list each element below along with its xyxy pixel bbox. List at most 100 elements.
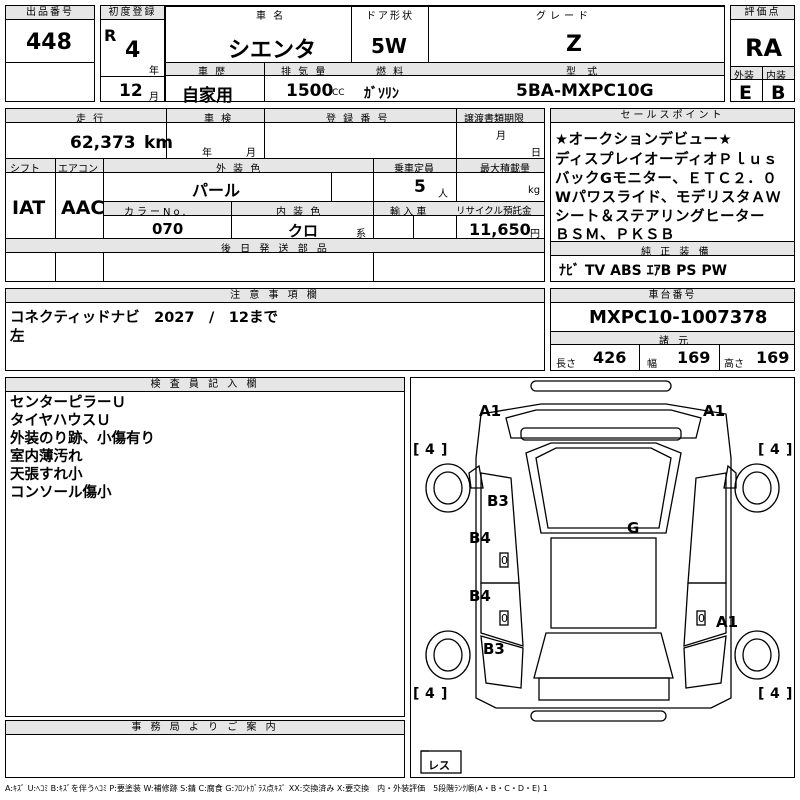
type-value: 5BA-MXPC10G	[516, 81, 654, 101]
notes-line: 左	[10, 329, 25, 345]
intcolor-unit: 系	[356, 229, 366, 240]
spare-tire-label: レス	[428, 759, 450, 772]
notes-label: 注 意 事 項 欄	[6, 289, 544, 303]
details-box: 走 行 車 検 登 録 番 号 譲渡書類期限 62,373 km 年 月 月 日…	[5, 108, 545, 282]
inspector-line: タイヤハウスＵ	[10, 413, 111, 429]
mark-rear-quarter-left: B3	[483, 640, 505, 658]
length-value: 426	[593, 348, 627, 367]
chassis-value: MXPC10-1007378	[589, 307, 768, 328]
transfer-label: 譲渡書類期限	[464, 114, 524, 125]
lot-number-value: 448	[26, 30, 72, 55]
tire-rear-right: 4	[770, 686, 780, 702]
mark-front-right: A1	[703, 402, 725, 420]
transfer-day-unit: 日	[531, 148, 541, 159]
int-value: B	[771, 82, 786, 104]
length-label: 長さ	[556, 359, 576, 370]
svg-text:[: [	[758, 686, 764, 702]
sales-point-line: ★オークションデビュー★	[555, 132, 732, 148]
inspector-label: 検 査 員 記 入 欄	[6, 378, 404, 392]
height-value: 169	[756, 348, 790, 367]
seats-unit: 人	[438, 189, 448, 200]
load-unit: kg	[528, 185, 541, 196]
score-label: 評価点	[731, 6, 794, 20]
lot-number-label: 出品番号	[6, 6, 94, 20]
score-value: RA	[745, 34, 783, 62]
inspection-year-unit: 年	[202, 148, 212, 159]
model-label: 車 名	[256, 11, 286, 22]
displacement-label: 排 気 量	[281, 67, 328, 78]
mileage-unit: km	[144, 133, 174, 153]
inspector-box: 検 査 員 記 入 欄 センターピラーＵ タイヤハウスＵ 外装のり跡、小傷有り …	[5, 377, 405, 717]
equipment-value: ﾅﾋﾞ TV ABS ｴｱB PS PW	[559, 263, 728, 279]
office-box: 事 務 局 よ り ご 案 内	[5, 720, 405, 778]
ext-label: 外装	[734, 71, 754, 82]
notes-box: 注 意 事 項 欄 コネクティッドナビ 2027 / 12まで 左	[5, 288, 545, 371]
history-value: 自家用	[182, 86, 233, 106]
fuel-value: ｶﾞｿﾘﾝ	[364, 86, 399, 102]
shift-value: IAT	[12, 197, 46, 219]
color-label: 外 装 色	[216, 164, 263, 175]
equipment-label: 純 正 装 備	[641, 247, 712, 258]
inspector-line: 天張すれ小	[10, 467, 83, 483]
tire-front-right: 4	[770, 442, 780, 458]
tread-mark: 0	[501, 554, 508, 567]
mileage-label: 走 行	[76, 114, 106, 125]
mark-windshield: G	[627, 519, 639, 537]
import-label: 輸 入 車	[390, 207, 427, 218]
colorno-label: カラーNo.	[124, 207, 189, 218]
dims-label: 諸 元	[659, 336, 692, 347]
svg-text:]: ]	[786, 686, 792, 702]
door-value: 5W	[371, 34, 407, 58]
type-label: 型 式	[566, 67, 602, 78]
office-label: 事 務 局 よ り ご 案 内	[6, 721, 404, 735]
mark-upper-left: B3	[487, 492, 509, 510]
sales-point-label: セールスポイント	[551, 109, 794, 123]
int-label: 内装	[766, 71, 786, 82]
year-value: 4	[125, 38, 141, 63]
sales-point-box: セールスポイント ★オークションデビュー★ ディスプレイオーディオＰｌｕｓ バッ…	[550, 108, 795, 282]
car-outline-svg: A1 A1 B3 G B4 B4 A1 B3 0 0 0 [4] [4] [4]…	[413, 380, 792, 774]
model-value: シエンタ	[228, 38, 317, 63]
vehicle-info-box: 車 名 ドア形状 グレード シエンタ 5W Z 車 歴 排 気 量 燃 料 型 …	[165, 5, 725, 106]
width-label: 幅	[647, 359, 657, 370]
seats-label: 乗車定員	[394, 164, 434, 175]
svg-text:[: [	[413, 686, 419, 702]
displacement-unit: CC	[332, 88, 345, 98]
recycle-label: リサイクル預託金	[456, 206, 532, 217]
fuel-label: 燃 料	[376, 67, 406, 78]
load-label: 最大積載量	[480, 164, 530, 175]
regno-label: 登 録 番 号	[326, 114, 390, 125]
inspector-line: コンソール傷小	[10, 485, 112, 501]
mileage-value: 62,373	[70, 133, 136, 153]
first-registration-box: 初度登録 R 4 年 12 月	[100, 5, 165, 103]
history-label: 車 歴	[198, 67, 228, 78]
later-parts-label: 後 日 発 送 部 品	[221, 244, 330, 255]
svg-text:[: [	[413, 442, 419, 458]
shift-label: シフト	[10, 164, 40, 175]
svg-text:]: ]	[786, 442, 792, 458]
inspector-line: センターピラーＵ	[10, 395, 126, 411]
recycle-value: 11,650	[469, 220, 531, 239]
first-registration-label: 初度登録	[101, 6, 164, 20]
colorno-value: 070	[152, 220, 184, 238]
color-value: パール	[192, 181, 241, 200]
sales-point-line: ディスプレイオーディオＰｌｕｓ	[555, 152, 778, 168]
ext-value: E	[739, 82, 752, 104]
year-unit: 年	[149, 66, 159, 77]
displacement-value: 1500	[286, 81, 334, 101]
inspection-label: 車 検	[204, 114, 234, 125]
mark-rear-door-left: B4	[469, 587, 491, 605]
sales-point-line: ＢＳＭ、ＰＫＳＢ	[555, 227, 675, 243]
month-unit: 月	[149, 92, 159, 103]
height-label: 高さ	[724, 359, 744, 370]
ac-value: AAC	[61, 197, 105, 219]
tire-rear-left: 4	[425, 686, 435, 702]
svg-text:]: ]	[441, 686, 447, 702]
tread-mark: 0	[698, 612, 705, 625]
car-diagram: A1 A1 B3 G B4 B4 A1 B3 0 0 0 [4] [4] [4]…	[410, 377, 795, 778]
notes-line: コネクティッドナビ 2027 / 12まで	[10, 310, 278, 326]
chassis-box: 車台番号 MXPC10-1007378 諸 元 長さ 426 幅 169 高さ …	[550, 288, 795, 371]
svg-text:[: [	[758, 442, 764, 458]
tire-front-left: 4	[425, 442, 435, 458]
transfer-month-unit: 月	[496, 131, 506, 142]
